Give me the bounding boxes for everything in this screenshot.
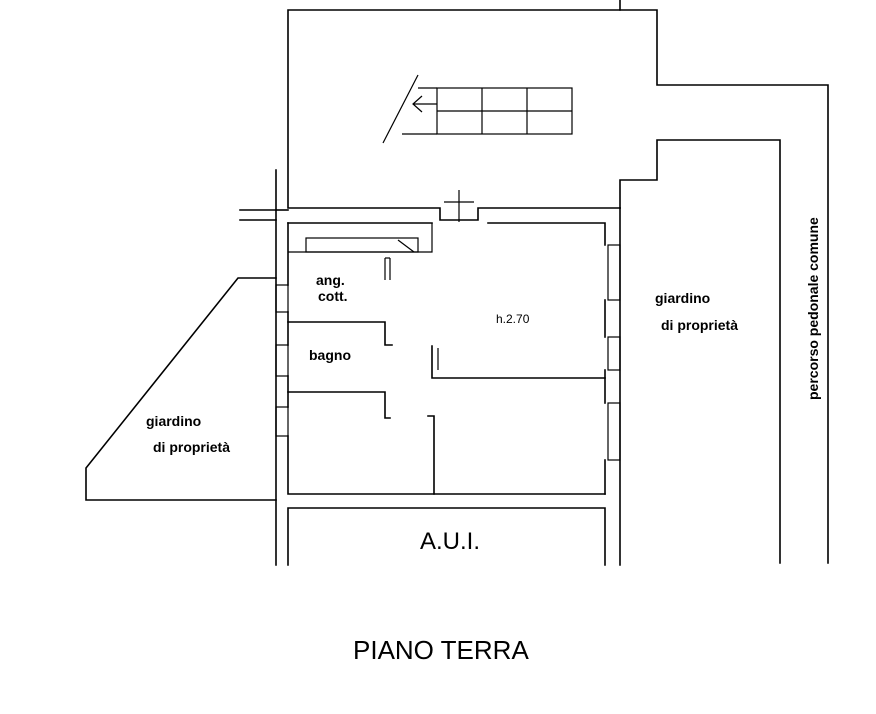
garden-right-label-2: di proprietà (661, 317, 738, 333)
plan-title: PIANO TERRA (353, 635, 529, 665)
room-label-kitchenette-1: ang. (316, 272, 345, 288)
stair-arrow-icon (412, 95, 423, 113)
garden-left-label-2: di proprietà (153, 439, 230, 455)
window-bedroom-2 (607, 402, 621, 461)
windows (275, 244, 621, 461)
left-garden (85, 277, 277, 501)
window-bedroom (275, 406, 289, 437)
apartment-walls (239, 169, 621, 566)
window-kitchen (275, 284, 289, 313)
garden-left-label-1: giardino (146, 413, 201, 429)
common-area (287, 507, 606, 566)
entrance-door (444, 190, 474, 222)
room-label-bathroom: bagno (309, 347, 351, 363)
common-area-label: A.U.I. (420, 528, 480, 555)
staircase (382, 74, 573, 144)
window-living-2 (607, 336, 621, 371)
room-label-kitchenette-2: cott. (318, 288, 348, 304)
walkway-label: percorso pedonale comune (805, 217, 821, 400)
window-living-1 (607, 244, 621, 301)
upper-courtyard (287, 0, 829, 564)
window-bathroom (275, 344, 289, 377)
height-note: h.2.70 (496, 312, 530, 326)
garden-right-label-1: giardino (655, 290, 710, 306)
interior-partitions (287, 223, 606, 495)
